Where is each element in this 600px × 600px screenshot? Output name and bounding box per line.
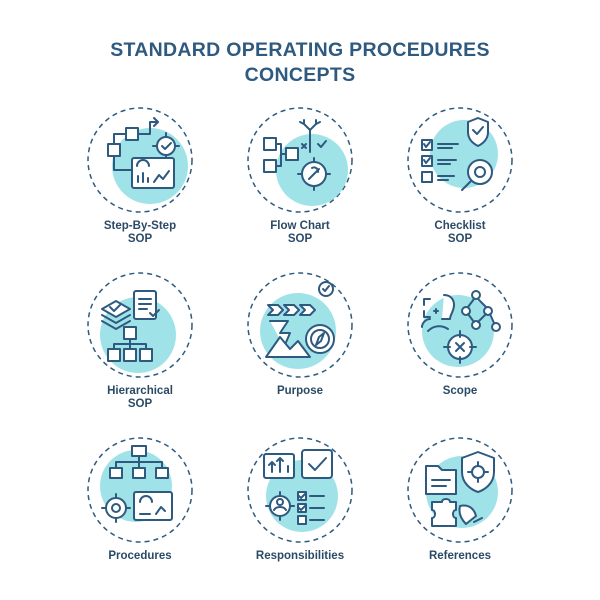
concept-scope: Scope — [380, 265, 540, 398]
concept-flow-chart: Flow Chart SOP — [220, 100, 380, 246]
concept-label: Purpose — [276, 385, 323, 397]
concept-label: Responsibilities — [255, 550, 345, 562]
concept-hierarchical: Hierarchical SOP — [60, 265, 220, 411]
checklist-icon — [407, 107, 513, 213]
responsibilities-icon — [247, 437, 353, 543]
concept-label: Procedures — [108, 550, 172, 562]
title-line-2: CONCEPTS — [244, 64, 356, 86]
concept-label: Checklist SOP — [434, 220, 486, 245]
flow-chart-icon — [247, 107, 353, 213]
concept-step-by-step: Step-By-Step SOP — [60, 100, 220, 246]
concept-responsibilities: Responsibilities — [220, 430, 380, 563]
concept-label: References — [428, 550, 491, 562]
step-by-step-icon — [87, 107, 193, 213]
hierarchy-icon — [87, 272, 193, 378]
purpose-icon — [247, 272, 353, 378]
concept-label: Step-By-Step SOP — [103, 220, 177, 245]
concept-procedures: Procedures — [60, 430, 220, 563]
references-icon — [407, 437, 513, 543]
concept-checklist: Checklist SOP — [380, 100, 540, 246]
scope-icon — [407, 272, 513, 378]
concept-label: Hierarchical SOP — [107, 385, 173, 410]
concept-label: Scope — [442, 385, 478, 397]
title-line-1: STANDARD OPERATING PROCEDURES — [110, 39, 490, 61]
concept-label: Flow Chart SOP — [270, 220, 330, 245]
procedures-icon — [87, 437, 193, 543]
concept-references: References — [380, 430, 540, 563]
concept-purpose: Purpose — [220, 265, 380, 398]
page-title: STANDARD OPERATING PROCEDURES CONCEPTS — [0, 38, 600, 88]
